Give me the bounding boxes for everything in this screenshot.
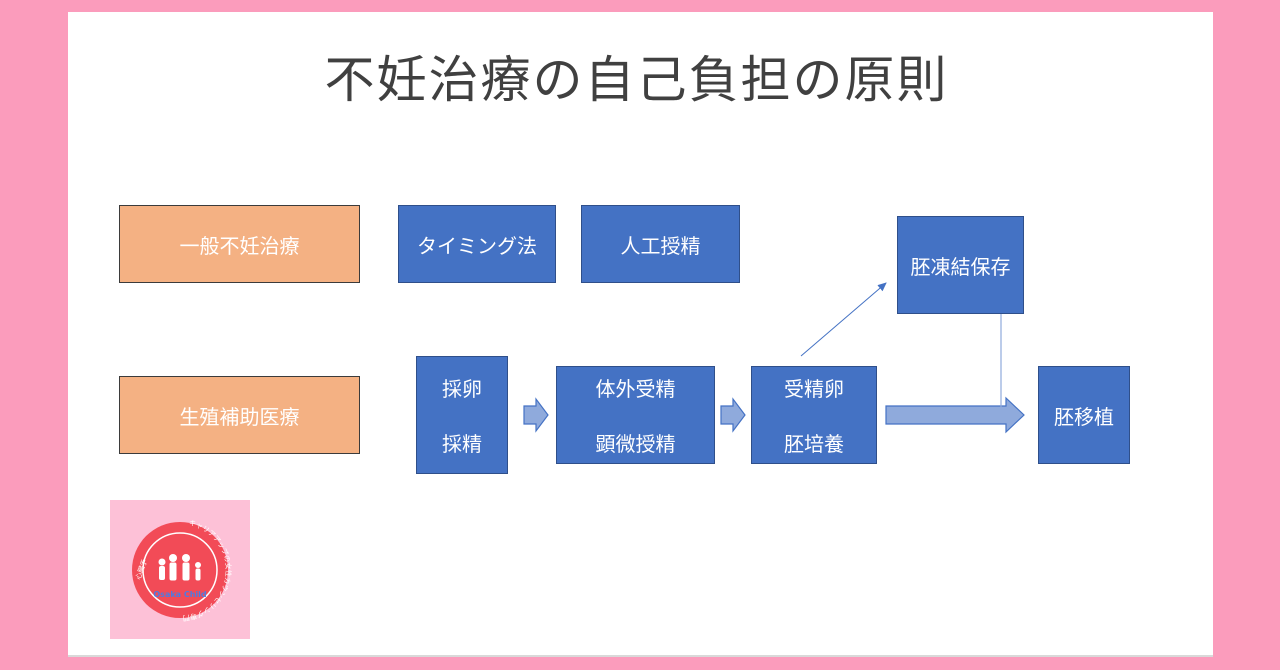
logo-bottom-text: Osaka Child: [153, 590, 207, 599]
step-egg-sperm-retrieval: 採卵 採精: [416, 356, 508, 474]
step-label: 体外受精: [595, 377, 676, 401]
logo: キャリアアップの女性カウンセリング専門 心臓手 Osaka Child: [132, 519, 233, 622]
step-label: 胚移植: [1054, 404, 1114, 429]
step-label: 人工授精: [620, 233, 701, 258]
slide: [68, 12, 1213, 657]
step-label: 胚培養: [784, 432, 844, 456]
step-label: タイミング法: [417, 233, 537, 258]
category-label: 生殖補助医療: [179, 404, 300, 429]
step-label: 受精卵: [784, 377, 844, 401]
step-label: 採卵: [442, 377, 482, 401]
step-embryo-culture: 受精卵 胚培養: [751, 366, 877, 464]
category-assisted-reproduction: 生殖補助医療: [119, 376, 360, 454]
step-embryo-freezing: 胚凍結保存: [897, 216, 1024, 314]
block-arrow-2: [720, 397, 746, 433]
step-artificial-insemination: 人工授精: [581, 205, 740, 283]
step-embryo-transfer: 胚移植: [1038, 366, 1130, 464]
step-label: 採精: [442, 432, 482, 456]
category-general-treatment: 一般不妊治療: [119, 205, 360, 283]
arrow-to-freezing: [800, 282, 887, 357]
step-label: 胚凍結保存: [910, 254, 1011, 279]
step-fertilization: 体外受精 顕微授精: [556, 366, 715, 464]
page-title: 不妊治療の自己負担の原則: [324, 51, 949, 109]
block-arrow-to-transfer: [885, 396, 1025, 434]
block-arrow-1: [523, 397, 549, 433]
step-timing-method: タイミング法: [398, 205, 556, 283]
family-icon: [158, 554, 201, 581]
step-label: 顕微授精: [595, 432, 676, 456]
category-label: 一般不妊治療: [179, 233, 300, 258]
